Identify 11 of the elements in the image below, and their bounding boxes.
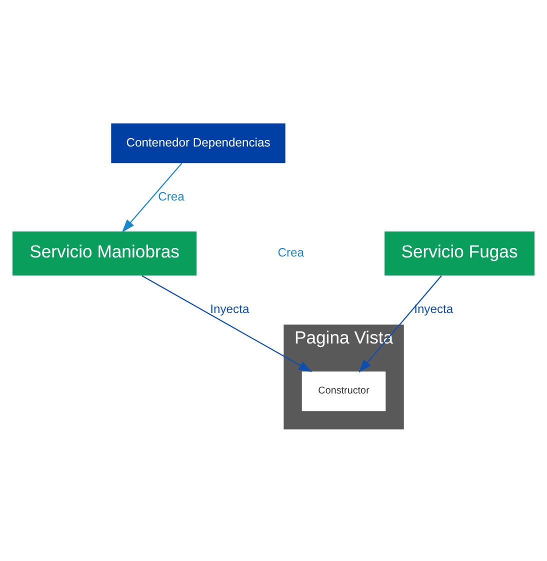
arrow xyxy=(122,162,182,232)
node-box: Contenedor Dependencias xyxy=(111,123,286,164)
node-box: Servicio Maniobras xyxy=(12,231,197,276)
arrow xyxy=(358,275,442,373)
arrow xyxy=(142,275,312,372)
edge-label: Crea xyxy=(158,189,184,204)
node-box: Servicio Fugas xyxy=(384,231,534,276)
node-box: Constructor xyxy=(302,371,386,412)
label: Crea xyxy=(278,246,304,260)
edge-label: Inyecta xyxy=(210,302,250,316)
edge-label: Inyecta xyxy=(414,302,454,316)
